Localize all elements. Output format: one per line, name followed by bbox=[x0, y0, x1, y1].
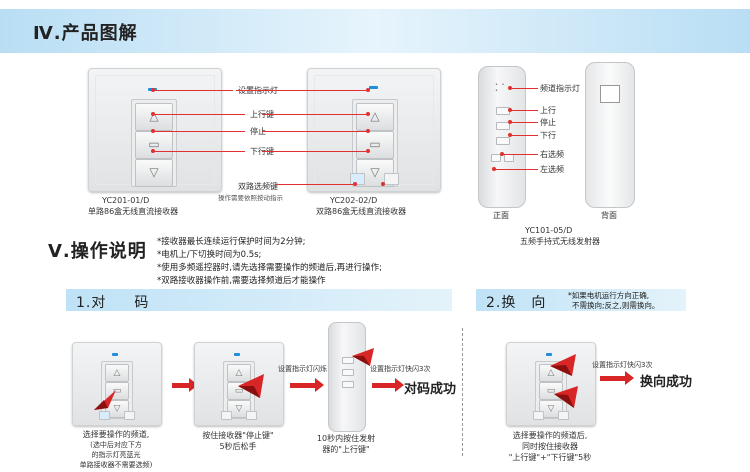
product-label-sticker bbox=[600, 85, 620, 103]
note-1: *接收器最长连续运行保护时间为2分钟; bbox=[157, 237, 306, 247]
label-remote-down: 下行 bbox=[540, 131, 556, 140]
set-indicator-led bbox=[369, 86, 378, 89]
label-dual-key: 双路选频键 bbox=[238, 182, 278, 191]
remote-stop-key[interactable] bbox=[342, 369, 354, 376]
label-stop: 停止 bbox=[250, 127, 266, 136]
down-key[interactable]: ▽ bbox=[227, 400, 251, 418]
right-channel-key[interactable] bbox=[384, 173, 399, 185]
stop-icon: ▭ bbox=[546, 386, 556, 396]
reverse-success: 换向成功 bbox=[640, 375, 693, 390]
remote-up-key[interactable] bbox=[342, 357, 354, 364]
remote-front: • • • bbox=[478, 66, 526, 208]
down-arrow-icon: ▽ bbox=[547, 404, 555, 414]
product1-model: YC201-01/D bbox=[102, 196, 150, 205]
down-arrow-icon: ▽ bbox=[113, 404, 121, 414]
label-channel-indicator: 频道指示灯 bbox=[540, 84, 580, 93]
product2-desc: 双路86盒无线直流接收器 bbox=[316, 207, 407, 216]
remote-down-key[interactable] bbox=[496, 137, 510, 145]
step-2-bar bbox=[476, 289, 686, 311]
up-key[interactable]: △ bbox=[356, 103, 394, 131]
switch-panel-dual: △ ▭ ▽ bbox=[307, 68, 441, 192]
up-arrow-icon: △ bbox=[149, 109, 159, 123]
left-channel-key[interactable] bbox=[99, 411, 110, 420]
stop-icon: ▭ bbox=[234, 386, 244, 396]
label-right-channel: 右选频 bbox=[540, 150, 564, 159]
down-arrow-icon: ▽ bbox=[149, 165, 159, 179]
pointer-arrow-icon bbox=[352, 348, 374, 366]
step1-caption-3: 10秒内按住发射 器的"上行键" bbox=[316, 434, 376, 454]
down-key[interactable]: ▽ bbox=[135, 159, 173, 187]
remote-right-channel-key[interactable] bbox=[491, 154, 501, 162]
down-arrow-icon: ▽ bbox=[370, 165, 380, 179]
flow-arrow-icon bbox=[600, 371, 634, 385]
flow-arrow-icon bbox=[372, 378, 404, 392]
stop-icon: ▭ bbox=[369, 137, 381, 151]
label-up-key: 上行键 bbox=[250, 110, 274, 120]
remote-model: YC101-05/D bbox=[525, 226, 573, 235]
section-4-title: Ⅳ.产品图解 bbox=[33, 23, 138, 44]
channel-leds: • • • bbox=[495, 82, 506, 94]
down-key[interactable]: ▽ bbox=[105, 400, 129, 418]
up-arrow-icon: △ bbox=[547, 368, 555, 378]
switch-panel-single: △ ▭ ▽ bbox=[88, 68, 222, 192]
remote-left-channel-key[interactable] bbox=[504, 154, 514, 162]
section-4-banner bbox=[0, 9, 750, 53]
note-4: *双路接收器操作前,需要选择频道后才能操作 bbox=[157, 276, 326, 286]
stop-icon: ▭ bbox=[112, 386, 122, 396]
pointer-arrow-icon bbox=[94, 390, 116, 410]
pairing-success: 对码成功 bbox=[404, 382, 457, 397]
label-indicator-flash: 设置指示灯闪烁 bbox=[278, 365, 327, 373]
flow-arrow-icon bbox=[290, 378, 324, 392]
remote-back bbox=[585, 62, 635, 208]
remote-front-label: 正面 bbox=[493, 211, 509, 220]
step1-caption-2: 按住接收器"停止键" 5秒后松手 bbox=[202, 431, 274, 451]
label-remote-up: 上行 bbox=[540, 106, 556, 115]
up-key[interactable]: △ bbox=[135, 103, 173, 131]
stop-key[interactable]: ▭ bbox=[356, 131, 394, 159]
label-left-channel: 左选频 bbox=[540, 165, 564, 174]
step-2-note-2: 不需换向;反之,则需换向。 bbox=[572, 301, 660, 310]
section-5-title: Ⅴ.操作说明 bbox=[48, 241, 147, 262]
step1-panel-press-stop: △ ▭ ▽ bbox=[194, 342, 284, 426]
up-key[interactable]: △ bbox=[105, 364, 129, 382]
label-remote-stop: 停止 bbox=[540, 118, 556, 127]
pointer-arrow-icon bbox=[554, 386, 578, 408]
step1-caption-1: 选择要操作的频道, (选中后对应下方 的指示灯亮蓝光 单路接收器不需要选频) bbox=[79, 430, 153, 469]
product1-desc: 单路86盒无线直流接收器 bbox=[88, 207, 179, 216]
label-down-key: 下行键 bbox=[250, 147, 274, 157]
step-2-title: 2.换 向 bbox=[486, 295, 547, 311]
label-dual-note: 操作需要依照按动指示 bbox=[218, 194, 283, 202]
remote-down-key[interactable] bbox=[342, 381, 354, 388]
right-channel-key[interactable] bbox=[124, 411, 135, 420]
step1-remote bbox=[328, 322, 366, 432]
label-indicator-flash-3: 设置指示灯快闪3次 bbox=[370, 365, 431, 373]
note-2: *电机上/下切换时间为0.5s; bbox=[157, 250, 262, 260]
step-2-note-1: *如果电机运行方向正确, bbox=[568, 291, 650, 300]
flow-arrow-icon bbox=[172, 378, 198, 392]
pointer-arrow-icon bbox=[550, 354, 576, 376]
remote-stop-key[interactable] bbox=[496, 122, 510, 130]
step2-panel-reverse: △ ▭ ▽ bbox=[506, 342, 596, 426]
down-key[interactable]: ▽ bbox=[539, 400, 563, 418]
step-divider bbox=[462, 328, 463, 456]
step-1-bar bbox=[66, 289, 452, 311]
product2-model: YC202-02/D bbox=[330, 196, 378, 205]
down-arrow-icon: ▽ bbox=[235, 404, 243, 414]
label-set-indicator: 设置指示灯 bbox=[238, 86, 278, 96]
up-arrow-icon: △ bbox=[370, 109, 380, 123]
up-arrow-icon: △ bbox=[235, 368, 243, 378]
step-1-title: 1.对码 bbox=[76, 295, 150, 311]
up-key[interactable]: △ bbox=[227, 364, 251, 382]
remote-desc: 五频手持式无线发射器 bbox=[520, 237, 600, 246]
remote-back-label: 背面 bbox=[601, 211, 617, 220]
label-indicator-flash-3: 设置指示灯快闪3次 bbox=[592, 361, 653, 369]
step2-caption: 选择要操作的频道后, 同时按住接收器 "上行键"+"下行键"5秒 bbox=[508, 431, 592, 462]
stop-icon: ▭ bbox=[148, 137, 160, 151]
step1-panel-select-channel: △ ▭ ▽ bbox=[72, 342, 162, 426]
up-arrow-icon: △ bbox=[113, 368, 121, 378]
pointer-arrow-icon bbox=[238, 374, 264, 398]
note-3: *使用多频遥控器时,请先选择需要操作的频道后,再进行操作; bbox=[157, 263, 383, 273]
stop-key[interactable]: ▭ bbox=[135, 131, 173, 159]
